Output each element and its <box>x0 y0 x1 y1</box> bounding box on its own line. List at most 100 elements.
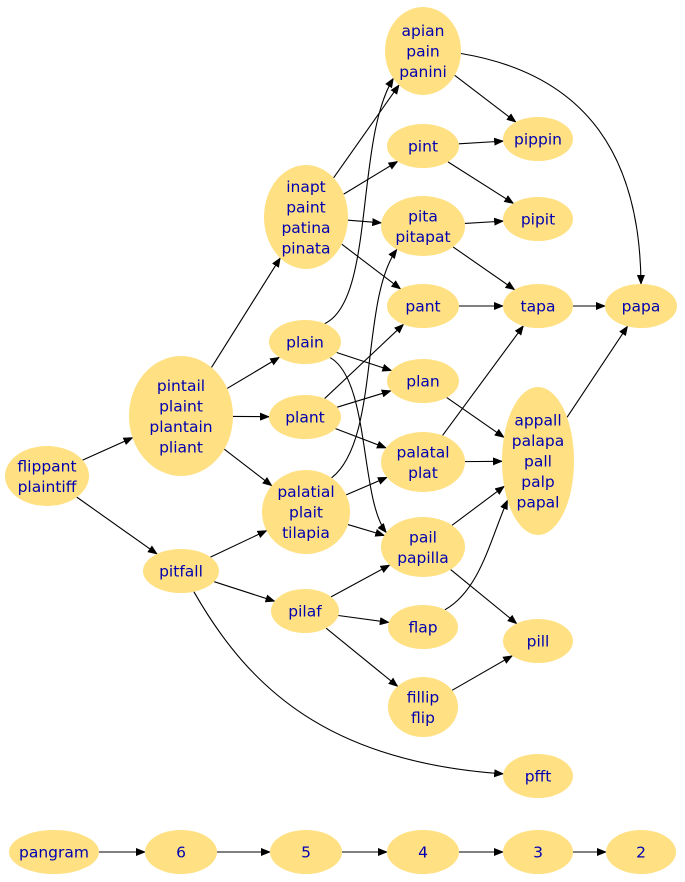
edge-pint-to-pipit <box>447 161 515 204</box>
node-label-appall-0: appall <box>514 412 561 430</box>
node-plan: plan <box>387 359 459 403</box>
node-label-papa-0: papa <box>622 298 661 316</box>
node-ellipse-pita <box>381 196 465 256</box>
node-label-pita-0: pita <box>408 207 438 225</box>
node-label-flippant-0: flippant <box>17 457 76 475</box>
node-pipit: pipit <box>503 197 573 241</box>
edge-pilaf-to-pail <box>330 564 391 598</box>
node-label-palatial-0: palatial <box>277 483 334 501</box>
node-label-flippant-1: plaintiff <box>18 478 77 496</box>
edge-apian-to-pippin <box>454 74 517 123</box>
nodes: flippantplaintiffpintailplaintplantainpl… <box>5 7 677 874</box>
edge-pita-to-pipit <box>464 217 505 226</box>
edge-apian-to-papa <box>460 52 645 285</box>
edge-appall-to-papa <box>566 325 629 418</box>
node-pant: pant <box>387 284 459 328</box>
node-ellipse-palatial <box>262 470 350 554</box>
node-ellipse-pant <box>387 284 459 328</box>
edge-plan-to-appall <box>446 397 505 438</box>
node-ellipse-n5 <box>270 830 342 874</box>
edge-pintail-to-inapt <box>211 257 281 368</box>
node-label-palatial-2: tilapia <box>282 524 330 542</box>
edge-palatial-to-pita <box>331 248 398 479</box>
node-label-inapt-3: pinata <box>281 239 330 257</box>
node-n5: 5 <box>270 830 342 874</box>
node-label-n5-0: 5 <box>301 844 311 862</box>
node-ellipse-apian <box>385 7 461 95</box>
node-ellipse-n3 <box>503 830 573 874</box>
node-pangram: pangram <box>9 830 99 874</box>
node-ellipse-n2 <box>606 830 676 874</box>
node-ellipse-pill <box>503 619 573 663</box>
edges <box>76 52 645 856</box>
node-label-n3-0: 3 <box>533 844 543 862</box>
node-flap: flap <box>388 605 458 649</box>
node-pint: pint <box>387 124 459 168</box>
edge-palatal-to-tapa <box>442 325 524 436</box>
node-ellipse-pitfall <box>143 549 219 593</box>
edge-flap-to-appall <box>444 499 509 611</box>
node-ellipse-n4 <box>387 830 459 874</box>
edge-palatial-to-palatal <box>345 476 388 496</box>
node-pilaf: pilaf <box>271 589 339 633</box>
node-ellipse-pail <box>381 517 465 577</box>
edge-flippant-to-pintail <box>82 437 134 461</box>
node-n6: 6 <box>145 830 217 874</box>
node-pill: pill <box>503 619 573 663</box>
node-ellipse-pfft <box>503 754 573 798</box>
node-label-plan-0: plan <box>406 373 439 391</box>
node-label-inapt-2: patina <box>281 219 330 237</box>
edge-palatial-to-pail <box>347 524 386 537</box>
node-label-appall-1: palapa <box>512 432 564 450</box>
edge-pitfall-to-pilaf <box>214 581 276 603</box>
node-n2: 2 <box>606 830 676 874</box>
edge-pint-to-pippin <box>458 137 505 146</box>
node-pitfall: pitfall <box>143 549 219 593</box>
edge-pilaf-to-fillip <box>325 627 399 687</box>
edge-plain-to-pail <box>329 357 387 534</box>
node-label-fillip-1: flip <box>411 709 435 727</box>
node-label-pita-1: pitapat <box>395 228 450 246</box>
node-ellipse-pipit <box>503 197 573 241</box>
node-label-pitfall-0: pitfall <box>159 563 203 581</box>
node-ellipse-palatal <box>381 432 465 492</box>
node-n4: 4 <box>387 830 459 874</box>
node-label-apian-2: panini <box>399 63 447 81</box>
node-plant: plant <box>269 395 341 439</box>
node-label-pill-0: pill <box>527 633 550 651</box>
node-palatial: palatial plait tilapia <box>262 470 350 554</box>
node-pfft: pfft <box>503 754 573 798</box>
node-pail: pail papilla <box>381 517 465 577</box>
node-ellipse-appall <box>502 387 574 535</box>
node-ellipse-plant <box>269 395 341 439</box>
node-label-pintail-0: pintail <box>157 377 205 395</box>
node-pita: pita pitapat <box>381 196 465 256</box>
node-ellipse-papa <box>605 284 677 328</box>
edge-pitfall-to-pfft <box>193 591 505 778</box>
node-label-appall-4: papal <box>517 494 560 512</box>
node-label-pint-0: pint <box>408 138 438 156</box>
node-label-plain-0: plain <box>286 334 324 352</box>
node-n3: 3 <box>503 830 573 874</box>
node-pippin: pippin <box>503 117 573 161</box>
edge-flippant-to-pitfall <box>76 496 158 555</box>
node-label-pant-0: pant <box>405 298 440 316</box>
node-label-pail-0: pail <box>409 528 437 546</box>
node-ellipse-pangram <box>9 830 99 874</box>
node-label-palatal-0: palatal <box>396 443 449 461</box>
node-label-pintail-2: plantain <box>149 418 212 436</box>
edge-fillip-to-pill <box>451 655 514 691</box>
node-ellipse-flippant <box>5 446 89 506</box>
node-ellipse-pilaf <box>271 589 339 633</box>
node-plain: plain <box>269 320 341 364</box>
edge-inapt-to-pint <box>343 160 399 195</box>
node-label-palatial-1: plait <box>289 504 323 522</box>
node-ellipse-plain <box>269 320 341 364</box>
node-label-pail-1: papilla <box>397 549 449 567</box>
node-label-pilaf-0: pilaf <box>288 603 322 621</box>
